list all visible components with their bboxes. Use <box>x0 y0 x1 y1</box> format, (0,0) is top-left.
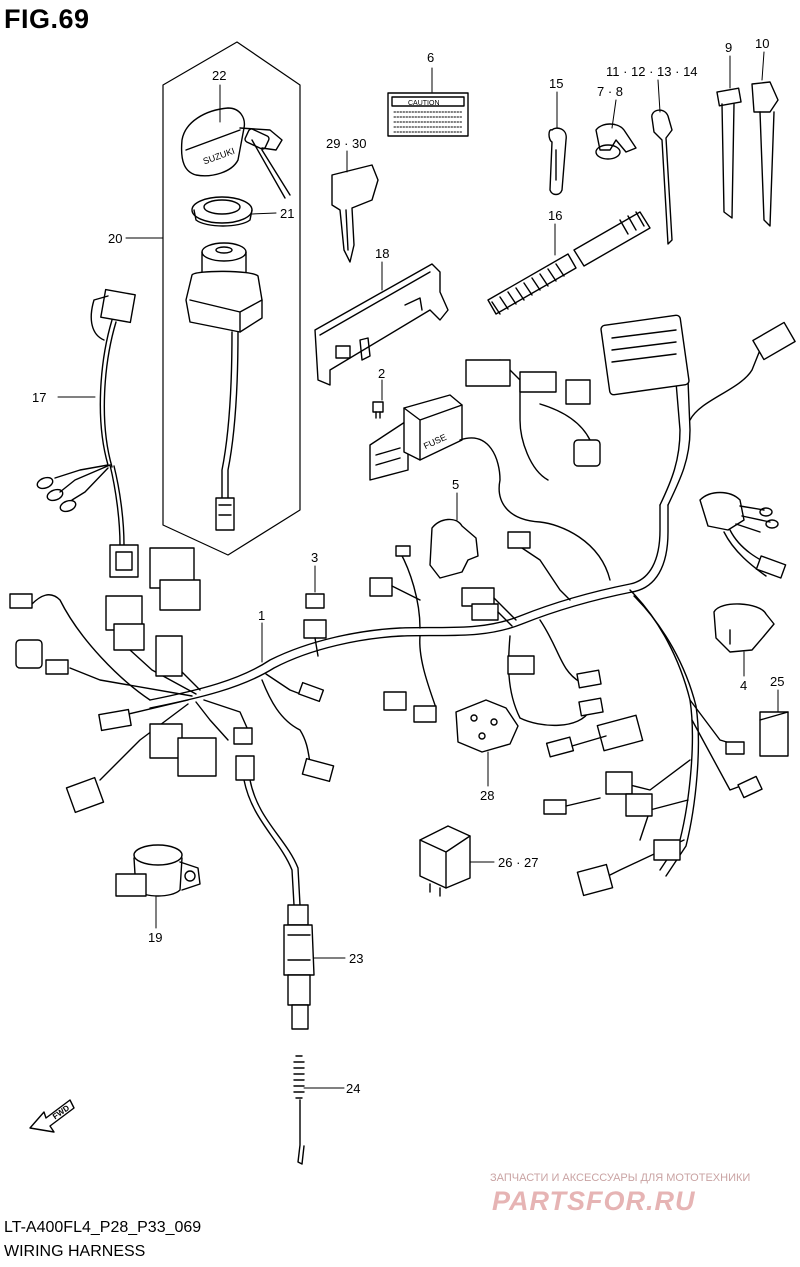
leader-lines <box>57 51 779 1089</box>
callout-2: 2 <box>378 366 385 381</box>
callout-6: 6 <box>427 50 434 65</box>
band-9 <box>716 87 742 219</box>
figure-title: FIG.69 <box>4 4 90 34</box>
watermark-tagline: ЗАПЧАСТИ И АКСЕССУАРЫ ДЛЯ МОТОТЕХНИКИ <box>490 1172 751 1184</box>
relay-26-27 <box>419 825 471 897</box>
spring-24 <box>293 1055 305 1165</box>
harness-bracket <box>314 263 449 386</box>
switch-19 <box>115 844 201 897</box>
callout-4: 4 <box>740 678 747 693</box>
callout-10: 10 <box>755 36 769 51</box>
callout-1: 1 <box>258 608 265 623</box>
callout-20: 20 <box>108 231 122 246</box>
callout-7-8: 7 · 8 <box>597 84 623 99</box>
callout-11-14: 11 · 12 · 13 · 14 <box>606 64 698 79</box>
callout-24: 24 <box>346 1081 360 1096</box>
callout-16: 16 <box>548 208 562 223</box>
watermark-logo: PARTSFOR.RU <box>492 1186 696 1216</box>
callout-19: 19 <box>148 930 162 945</box>
band-10 <box>751 81 779 227</box>
ignition-switch-body <box>185 242 263 531</box>
lock-nut <box>191 196 253 227</box>
figure-name: WIRING HARNESS <box>4 1243 146 1260</box>
caution-label: CAUTION <box>387 92 469 137</box>
callout-21: 21 <box>280 206 294 221</box>
callout-29-30: 29 · 30 <box>326 136 366 151</box>
callout-3: 3 <box>311 550 318 565</box>
relay-25 <box>759 711 789 757</box>
callout-15: 15 <box>549 76 563 91</box>
callout-22: 22 <box>212 68 226 83</box>
ignition-key-cap: SUZUKI <box>180 107 291 199</box>
forward-arrow: FWD <box>29 1099 75 1133</box>
corrugated-tube <box>487 211 651 315</box>
mounting-plate-28 <box>455 699 519 753</box>
fuse-box: FUSE <box>369 394 463 481</box>
sub-harness <box>36 288 139 578</box>
cap-4 <box>713 603 775 653</box>
callout-numbers: 22 21 20 6 17 29 · 30 18 2 15 7 · 8 11 ·… <box>32 36 784 1096</box>
ignition-switch-assembly: SUZUKI <box>162 41 301 556</box>
main-harness <box>9 314 796 897</box>
key-blank <box>331 164 379 263</box>
ignition-assembly-outline <box>162 41 301 556</box>
callout-17: 17 <box>32 390 46 405</box>
clip-7-8 <box>595 123 637 160</box>
rubber-boot-5 <box>429 518 479 579</box>
sensor-23 <box>243 779 315 1030</box>
callout-23: 23 <box>349 951 363 966</box>
callout-9: 9 <box>725 40 732 55</box>
clamp-15 <box>548 127 567 196</box>
callout-18: 18 <box>375 246 389 261</box>
callout-25: 25 <box>770 674 784 689</box>
figure-code: LT-A400FL4_P28_P33_069 <box>4 1219 202 1236</box>
cable-tie-11-14 <box>651 109 673 245</box>
callout-28: 28 <box>480 788 494 803</box>
caution-text: CAUTION <box>408 100 440 107</box>
callout-26-27: 26 · 27 <box>498 855 538 870</box>
callout-5: 5 <box>452 477 459 492</box>
